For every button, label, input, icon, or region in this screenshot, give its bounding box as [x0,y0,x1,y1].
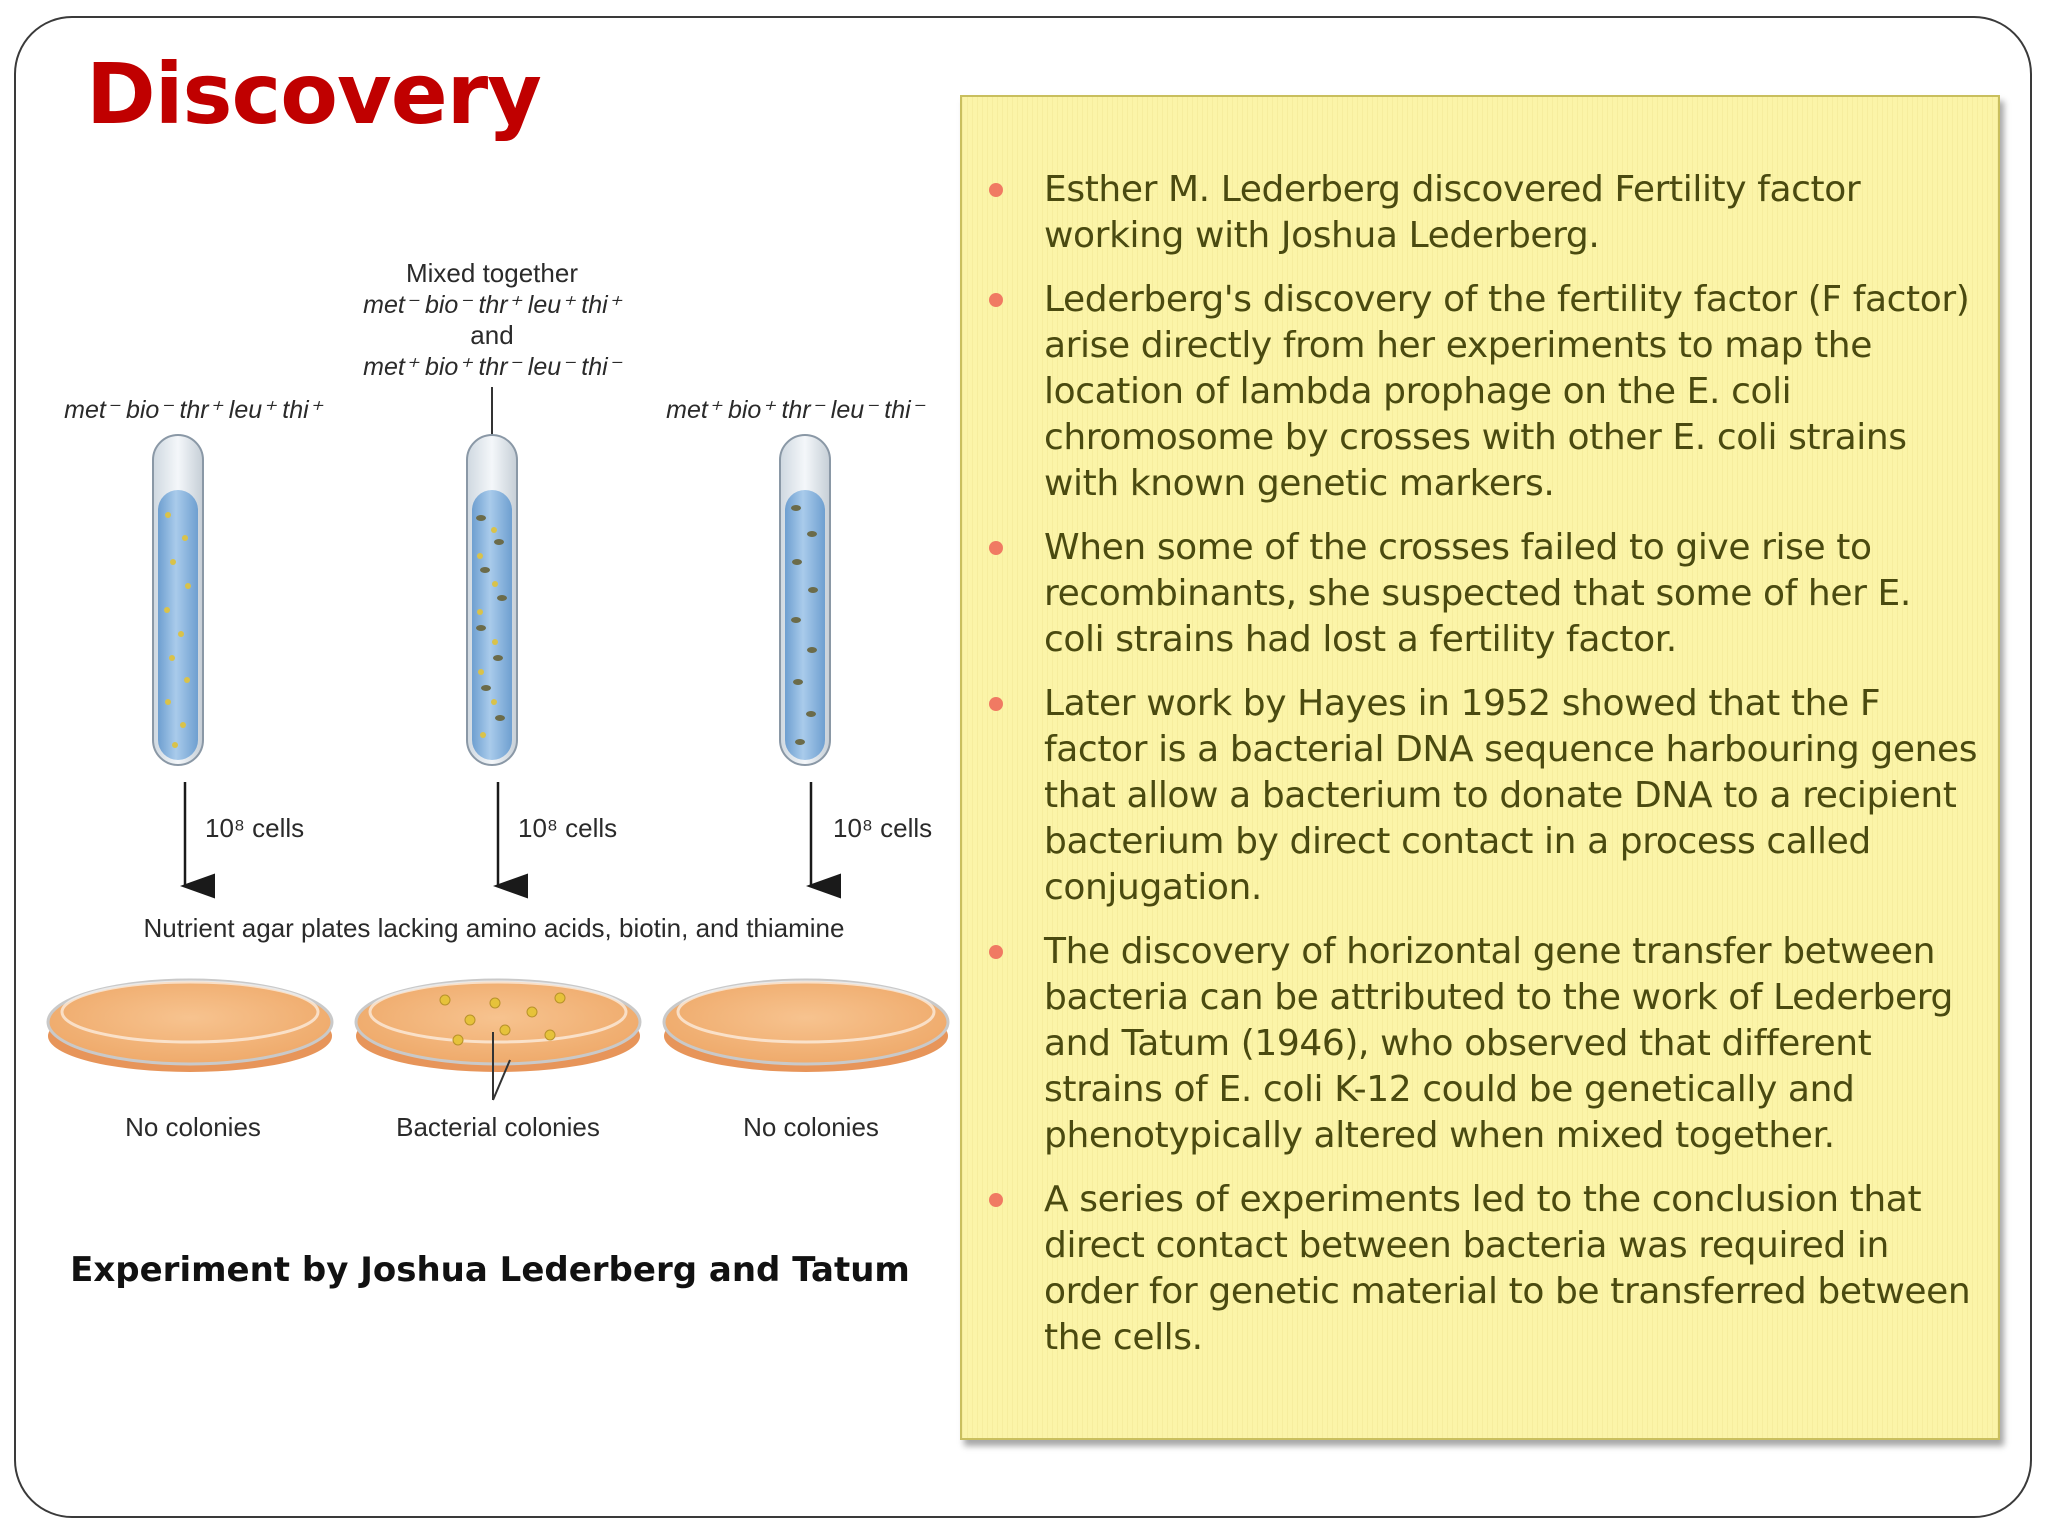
slide-title: Discovery [86,45,542,143]
middle-cells-label: 10⁸ cells [518,813,617,843]
bullet-text: The discovery of horizontal gene transfe… [1044,931,1953,1156]
mixed-genotype-1: met⁻ bio⁻ thr⁺ leu⁺ thi⁺ [363,291,623,319]
left-genotype-label: met⁻ bio⁻ thr⁺ leu⁺ thi⁺ [64,396,324,424]
right-plate-label: No colonies [743,1112,879,1140]
bullet-text: Later work by Hayes in 1952 showed that … [1044,683,1978,908]
plates-label: Nutrient agar plates lacking amino acids… [144,913,845,943]
bullet-dot-icon [989,183,1003,197]
middle-petri-dish [354,978,642,1101]
bullet-text: Lederberg's discovery of the fertility f… [1044,279,1970,504]
right-test-tube [779,434,831,766]
right-cells-label: 10⁸ cells [833,813,932,843]
bullet-item: Later work by Hayes in 1952 showed that … [989,681,1978,911]
bullet-item: Esther M. Lederberg discovered Fertility… [989,167,1978,259]
middle-test-tube [466,434,518,766]
figure-caption: Experiment by Joshua Lederberg and Tatum [70,1250,910,1290]
mixed-genotype-2: met⁺ bio⁺ thr⁻ leu⁻ thi⁻ [363,353,623,381]
bullet-item: Lederberg's discovery of the fertility f… [989,277,1978,507]
mixed-and-label: and [470,320,513,350]
bullet-dot-icon [989,697,1003,711]
bullet-list: Esther M. Lederberg discovered Fertility… [962,97,1998,1361]
bullet-dot-icon [989,945,1003,959]
bullet-text: Esther M. Lederberg discovered Fertility… [1044,169,1861,256]
bullet-item: A series of experiments led to the concl… [989,1177,1978,1361]
bullet-text: A series of experiments led to the concl… [1044,1179,1971,1358]
left-test-tube [152,434,204,766]
bullet-text: When some of the crosses failed to give … [1044,527,1911,660]
experiment-diagram: Mixed together met⁻ bio⁻ thr⁺ leu⁺ thi⁺ … [46,258,950,1140]
right-genotype-label: met⁺ bio⁺ thr⁻ leu⁻ thi⁻ [666,396,926,424]
right-petri-dish [662,978,950,1072]
bullet-dot-icon [989,541,1003,555]
bullet-dot-icon [989,293,1003,307]
left-petri-dish [46,978,334,1072]
left-cells-label: 10⁸ cells [205,813,304,843]
experiment-figure: Mixed together met⁻ bio⁻ thr⁺ leu⁺ thi⁺ … [40,240,960,1140]
left-plate-label: No colonies [125,1112,261,1140]
middle-plate-label: Bacterial colonies [396,1112,600,1140]
mixed-label: Mixed together [406,258,578,288]
bullet-item: The discovery of horizontal gene transfe… [989,929,1978,1159]
bullet-item: When some of the crosses failed to give … [989,525,1978,663]
bullet-dot-icon [989,1193,1003,1207]
notes-panel: Esther M. Lederberg discovered Fertility… [960,95,2000,1440]
